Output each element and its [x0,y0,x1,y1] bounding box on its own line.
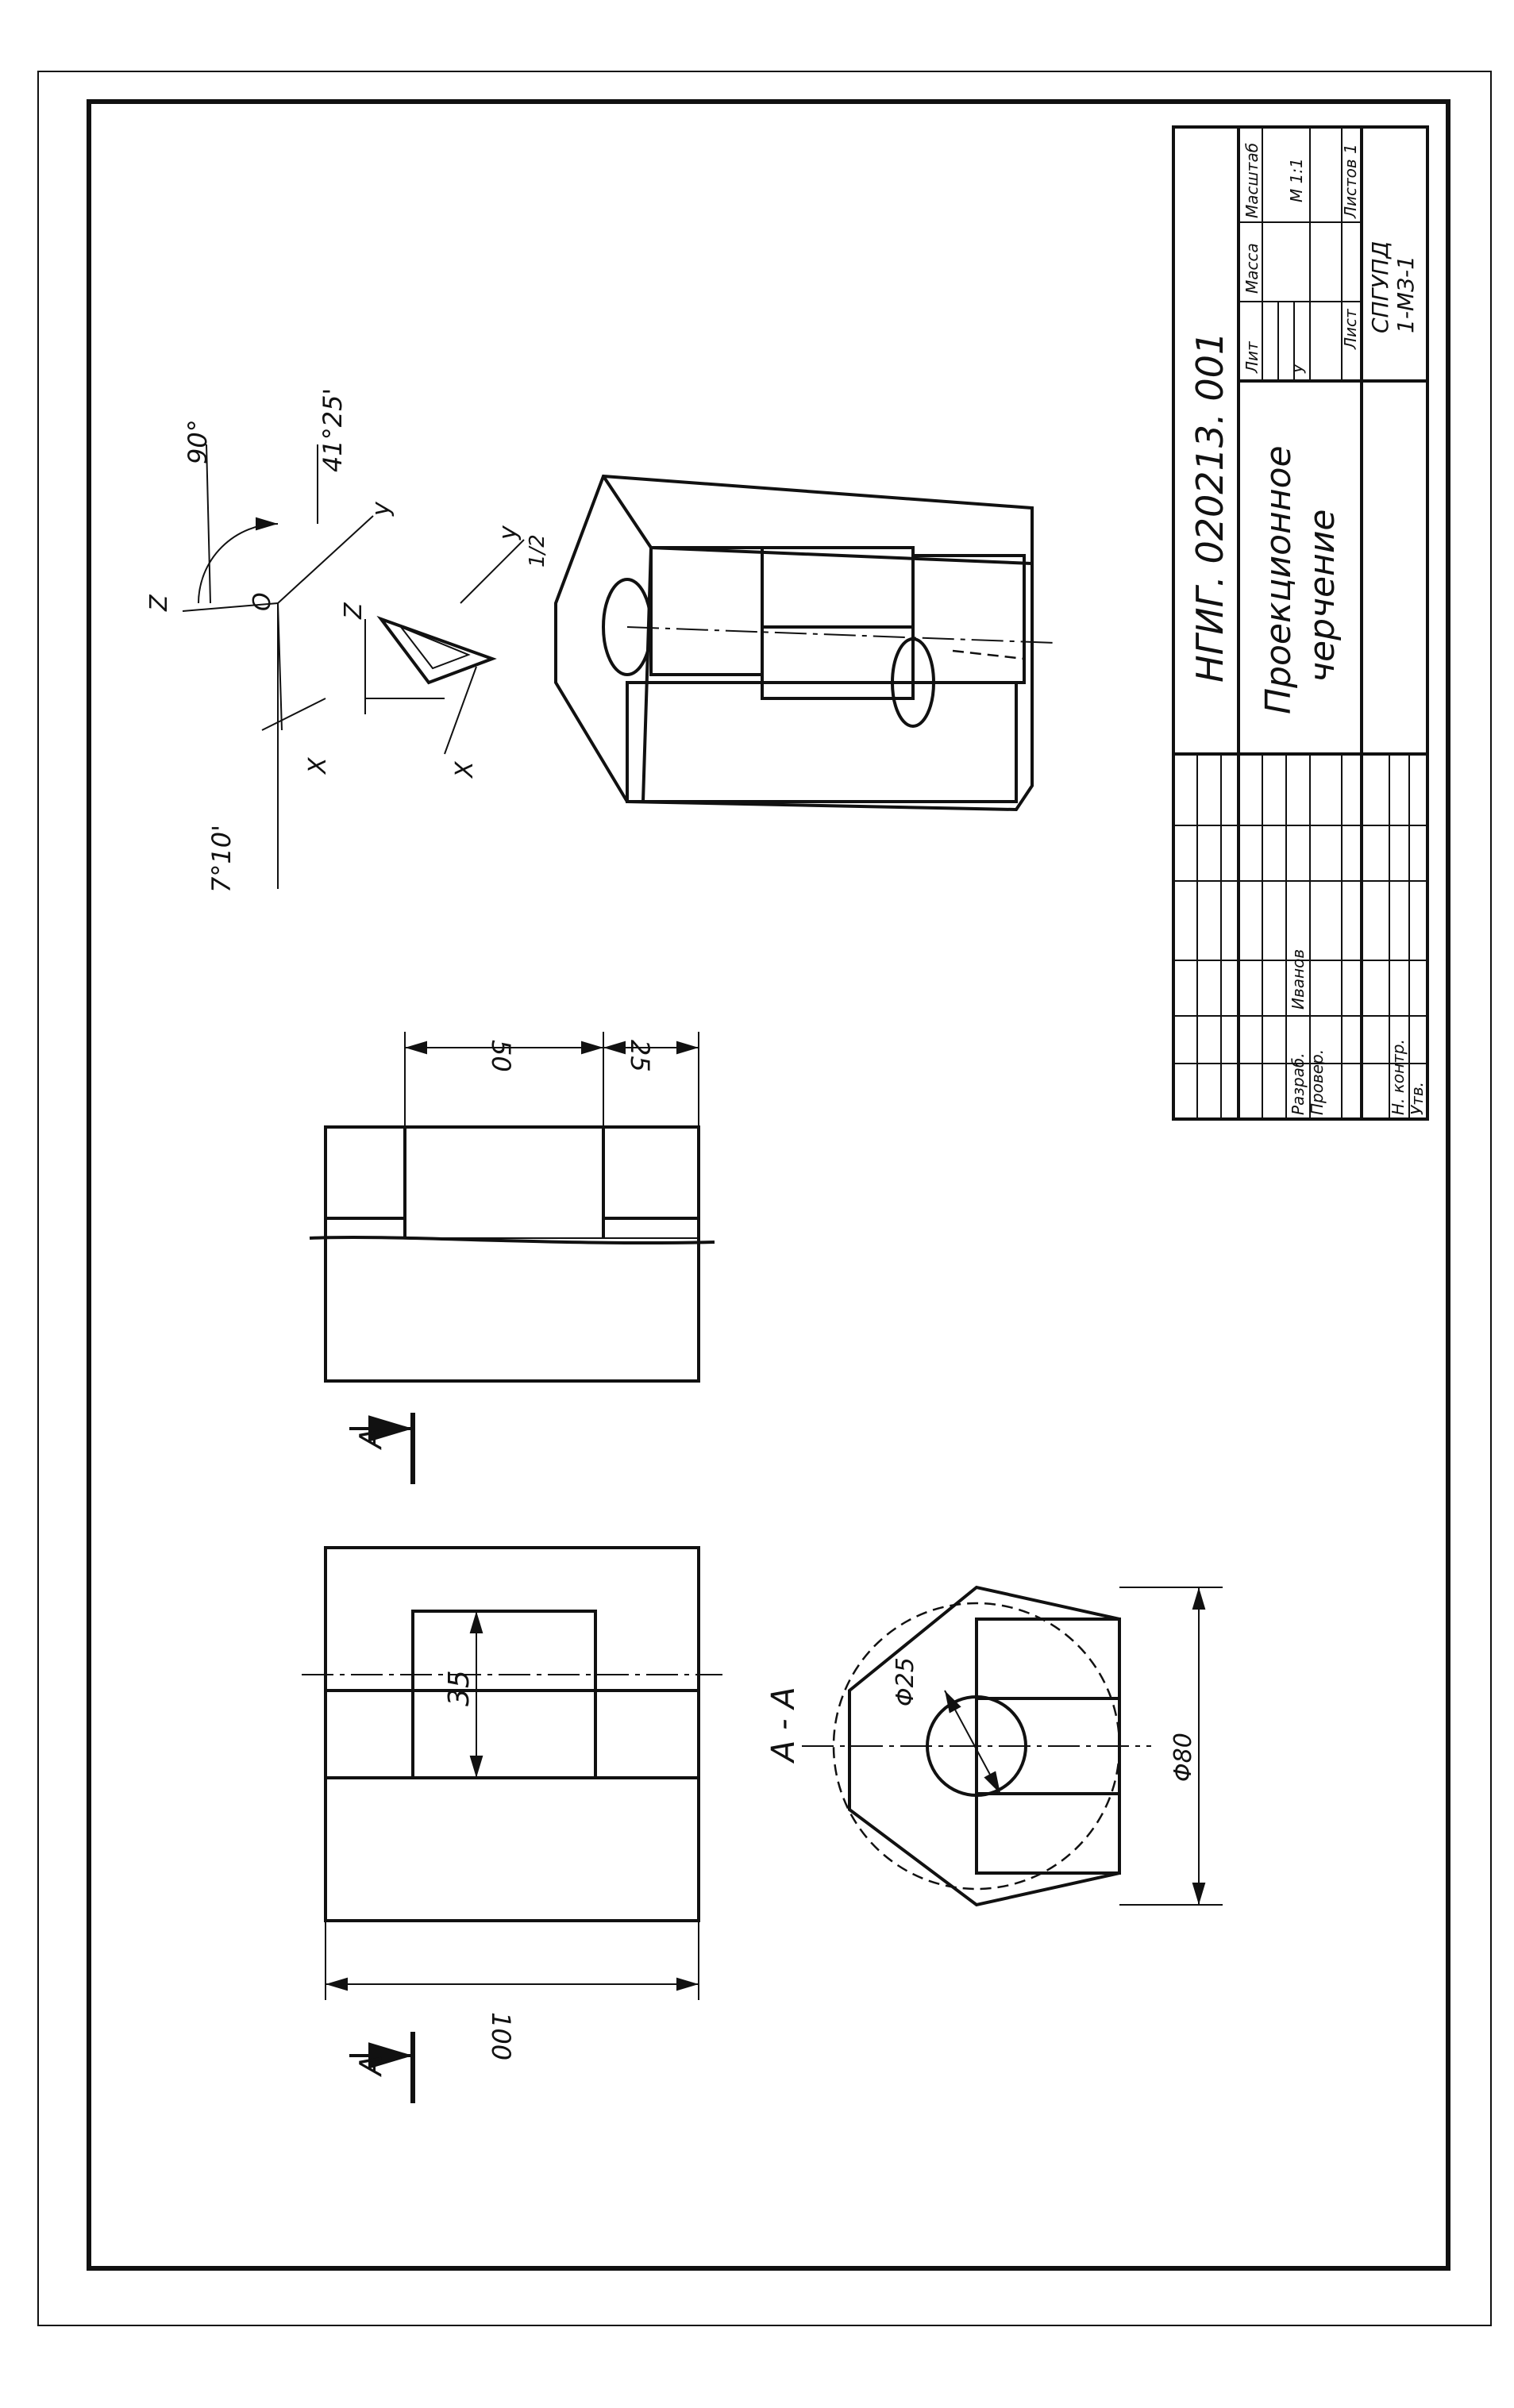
front-view [302,1546,722,2000]
dim-side-step: 25 [625,1040,655,1072]
axis-y-2: y [495,525,522,540]
name-dev: Иванов [1289,949,1308,1010]
outer-frame [37,71,1492,2326]
section-view [802,1585,1223,1907]
dim-hex-dia: Φ80 [1169,1733,1197,1782]
dim-hole-dia: Φ25 [892,1657,919,1706]
title-block [1172,125,1429,1121]
cut-mark-left [349,2032,415,2103]
dim-front-width: 100 [486,2012,516,2060]
angle-7: 7°10' [206,825,237,893]
doc-code: НГИГ. 020213. 001 [1188,332,1231,683]
cut-label-left: А [353,2055,388,2078]
axes-diagram [182,444,525,889]
cut-label-right: А [353,1428,388,1451]
cut-mark-right [349,1413,415,1484]
role-dev: Разраб. [1289,1052,1308,1115]
col-scale: Масштаб [1242,143,1262,218]
angle-90: 90° [183,419,213,464]
axis-ratio: 1/2 [526,534,549,567]
role-check: Провер. [1308,1049,1327,1115]
org-line-2: 1-МЗ-1 [1393,256,1419,333]
axis-y-1: y [368,501,395,517]
role-ncontr: Н. контр. [1389,1039,1408,1115]
col-mass: Масса [1242,243,1262,294]
sheet-label: Лист [1341,308,1360,350]
col-lit: Лит [1242,340,1262,374]
org-line-1: СПГУПД [1367,241,1393,333]
axis-z-2: Z [340,602,368,620]
lit-value: у [1287,363,1306,374]
axis-x-2: X [451,760,479,779]
sheets-label: Листов 1 [1341,144,1360,219]
axis-z-1: Z [145,594,173,612]
side-view [309,1032,715,1383]
scale-value: М 1:1 [1287,158,1306,202]
axis-origin: О [248,592,276,611]
isometric-view [554,474,1057,812]
title-line-1: Проекционное [1258,445,1299,714]
title-line-2: черчение [1302,510,1343,683]
angle-41: 41°25' [318,388,348,472]
inner-frame [87,99,1450,2271]
axis-x-1: X [304,756,332,775]
role-approve: Утв. [1408,1082,1427,1115]
dim-front-slot: 35 [443,1670,476,1706]
dim-side-slot: 50 [486,1040,516,1072]
section-label: А - А [765,1687,802,1764]
